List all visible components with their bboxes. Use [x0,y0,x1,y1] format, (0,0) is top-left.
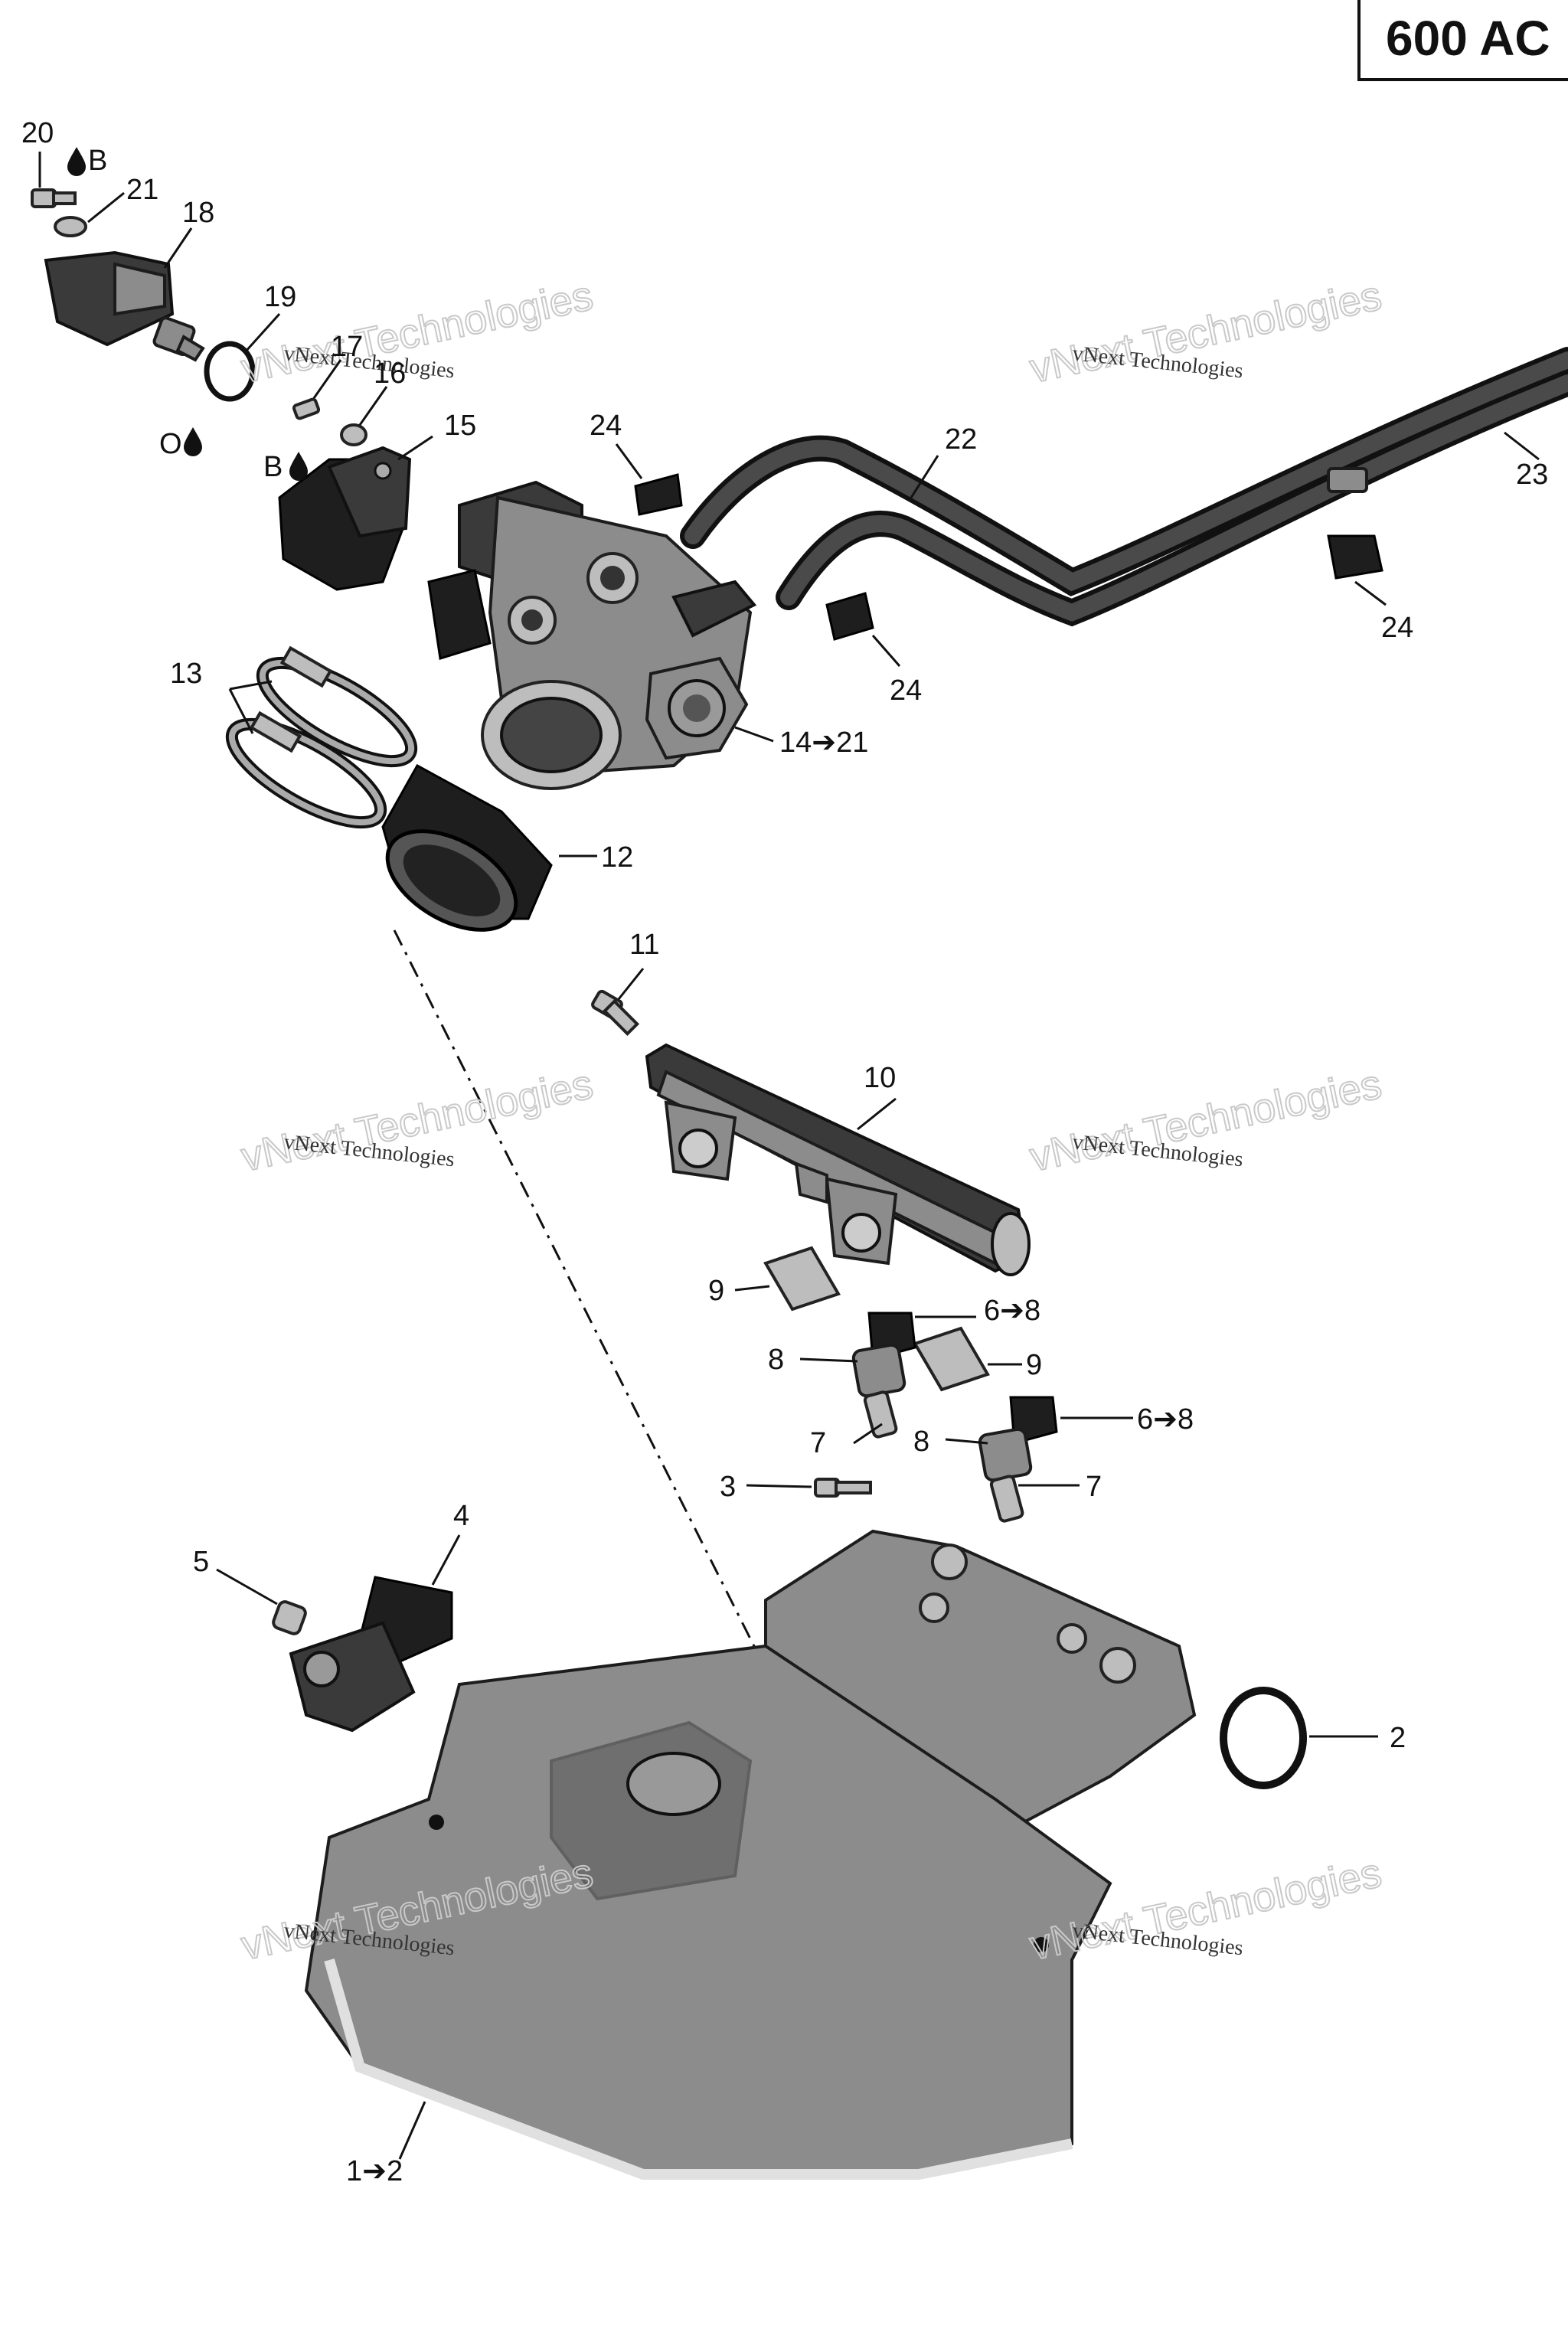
liquid-drop-icon [67,147,86,176]
callout-22: 22 [945,423,977,456]
watermark-2: vNext Technologies vNext Technologies [1025,272,1387,393]
callout-4: 4 [453,1500,469,1532]
page-title: 600 AC [1386,11,1550,66]
throttle-body-assembly [427,480,757,790]
part-5-screw [272,1600,307,1635]
callout-6-8-b: 6➔8 [1137,1403,1194,1436]
callout-21: 21 [126,174,158,206]
callout-O: O [159,428,182,460]
part-13-clamps [225,645,418,829]
callout-24-c: 24 [890,675,922,707]
callout-9-a: 9 [708,1275,724,1307]
callout-14-21: 14➔21 [779,727,868,759]
injector-b [978,1396,1058,1523]
callout-8-a: 8 [768,1344,784,1376]
callout-24-a: 24 [590,410,622,442]
center-line [393,929,775,1685]
part-3-screw [814,1478,872,1498]
part-24-clamp-c [1327,534,1383,580]
liquid-drop-icon [289,452,308,481]
part-16-seal [340,423,368,446]
part-24-clamp-a [634,473,683,516]
callout-15: 15 [444,410,476,442]
leader-lines [38,152,1540,2160]
callout-B-mid: B [263,451,283,483]
part-12-boot [381,763,553,932]
title-box: 600 AC [1357,0,1568,81]
watermark-4: vNext Technologies vNext Technologies [1025,1060,1387,1181]
part-4-map-sensor [289,1576,453,1733]
callout-8-b: 8 [913,1426,929,1458]
callout-18: 18 [182,197,214,229]
callout-23: 23 [1516,459,1548,491]
part-2-gasket [1220,1687,1307,1789]
part-10-fuel-rail [645,1043,1031,1276]
callout-13: 13 [170,658,202,690]
part-17-screw [292,397,321,420]
callout-11: 11 [629,929,659,961]
injector-a [851,1312,916,1439]
part-9-clip-b [913,1326,990,1392]
part-9-clip-a [763,1246,841,1312]
callout-16: 16 [374,358,406,390]
callout-19: 19 [264,281,296,313]
callout-10: 10 [864,1062,896,1094]
callout-dropB-top: B [88,145,107,177]
callout-6-8-a: 6➔8 [984,1295,1040,1327]
part-11-screw [591,989,640,1037]
callout-24-b: 24 [1381,612,1413,644]
callout-12: 12 [601,841,633,874]
callout-1-2: 1➔2 [346,2155,403,2187]
part-19-o-ring [204,341,256,402]
callout-2: 2 [1390,1722,1406,1754]
part-22-23-hoses [680,347,1568,627]
callout-20: 20 [21,117,54,149]
watermark-3: vNext Technologies vNext Technologies [237,1060,598,1181]
part-18-iac-valve [44,250,205,362]
callout-7-a: 7 [810,1427,826,1459]
part-15-tps-sensor [278,446,412,591]
callout-9-b: 9 [1026,1349,1042,1381]
part-21-washer [54,216,87,237]
part-1-intake-manifold [304,1529,1197,2180]
callout-5: 5 [193,1546,209,1578]
part-20-screw [31,188,77,208]
callout-3: 3 [720,1471,736,1503]
liquid-drop-icon [184,427,202,456]
callout-17: 17 [331,331,363,363]
callout-labels: 20 B 21 18 19 O 17 16 B 15 24 22 23 24 2… [21,117,1548,2187]
callout-7-b: 7 [1086,1471,1102,1503]
part-24-clamp-b [825,592,874,641]
